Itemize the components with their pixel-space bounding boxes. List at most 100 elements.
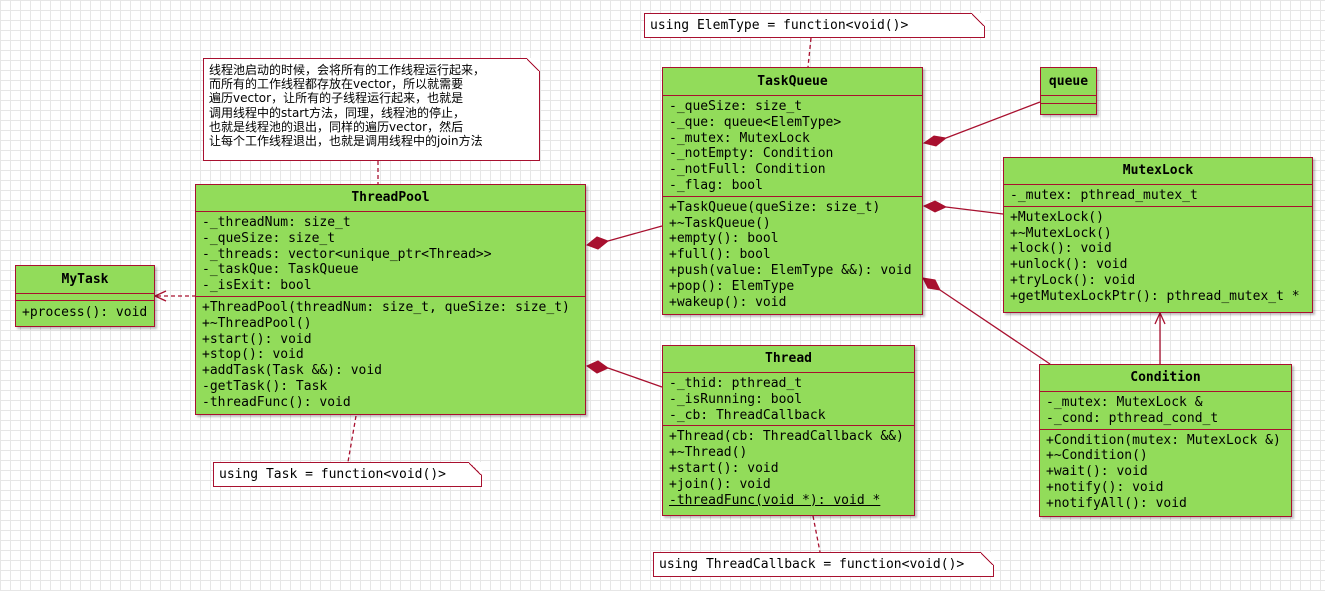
method: +notifyAll(): void bbox=[1046, 495, 1187, 511]
note-elemtype[interactable]: using ElemType = function<void()> bbox=[644, 13, 985, 38]
attribute-section: -_mutex: MutexLock & -_cond: pthread_con… bbox=[1040, 392, 1291, 430]
note-line: 让每个工作线程退出，也就是调用线程中的join方法 bbox=[209, 134, 483, 149]
attribute: -_threads: vector<unique_ptr<Thread>> bbox=[202, 246, 492, 262]
note-line: 而所有的工作线程都存放在vector，所以就需要 bbox=[209, 77, 464, 92]
method: +full(): bool bbox=[669, 247, 771, 263]
composition-threadpool-taskqueue bbox=[607, 225, 663, 242]
attribute-section bbox=[16, 294, 154, 301]
method: +Thread(cb: ThreadCallback &&) bbox=[669, 429, 904, 445]
method: +unlock(): void bbox=[1010, 257, 1128, 273]
method: +lock(): void bbox=[1010, 241, 1112, 257]
diamond-taskqueue-queue bbox=[922, 135, 948, 147]
attribute-section: -_threadNum: size_t -_queSize: size_t -_… bbox=[196, 212, 585, 297]
diamond-threadpool-taskqueue bbox=[585, 236, 610, 250]
method: +ThreadPool(threadNum: size_t, queSize: … bbox=[202, 299, 570, 315]
diamond-taskqueue-condition bbox=[922, 277, 941, 291]
note-task[interactable]: using Task = function<void()> bbox=[213, 462, 482, 487]
class-taskqueue[interactable]: TaskQueue -_queSize: size_t -_que: queue… bbox=[662, 67, 923, 315]
method: -threadFunc(void *): void * bbox=[669, 492, 881, 508]
note-text: using Task = function<void()> bbox=[219, 467, 446, 482]
attribute: -_threadNum: size_t bbox=[202, 215, 351, 230]
note-anchor-threadcallback bbox=[812, 515, 821, 553]
method: +~Condition() bbox=[1046, 448, 1148, 464]
method: +wakeup(): void bbox=[669, 294, 787, 310]
attribute: -_queSize: size_t bbox=[202, 230, 336, 246]
note-fold-corner bbox=[981, 552, 994, 565]
attribute: -_cond: pthread_cond_t bbox=[1046, 410, 1219, 426]
note-fold-corner bbox=[527, 58, 540, 71]
method-section: +TaskQueue(queSize: size_t) +~TaskQueue(… bbox=[663, 197, 922, 313]
attribute-section bbox=[1041, 96, 1096, 104]
class-queue[interactable]: queue bbox=[1040, 67, 1097, 115]
attribute: -_notFull: Condition bbox=[669, 162, 826, 178]
note-text: using ThreadCallback = function<void()> bbox=[659, 557, 965, 572]
class-mutexlock[interactable]: MutexLock -_mutex: pthread_mutex_t +Mute… bbox=[1003, 157, 1313, 313]
attribute-section: -_queSize: size_t -_que: queue<ElemType>… bbox=[663, 96, 922, 197]
composition-threadpool-thread bbox=[607, 367, 663, 388]
method: +~TaskQueue() bbox=[669, 215, 771, 231]
method: +~MutexLock() bbox=[1010, 225, 1112, 241]
method-section: +MutexLock() +~MutexLock() +lock(): void… bbox=[1004, 207, 1312, 307]
note-anchor-task bbox=[347, 415, 357, 463]
class-name: Thread bbox=[663, 346, 914, 373]
note-fold-corner bbox=[972, 13, 985, 26]
class-condition[interactable]: Condition -_mutex: MutexLock & -_cond: p… bbox=[1039, 364, 1292, 517]
attribute: -_que: queue<ElemType> bbox=[669, 114, 842, 130]
method: +TaskQueue(queSize: size_t) bbox=[669, 199, 881, 215]
attribute: -_mutex: pthread_mutex_t bbox=[1010, 188, 1198, 203]
attribute: -_isExit: bool bbox=[202, 278, 312, 294]
class-name: Condition bbox=[1040, 365, 1291, 392]
class-name: queue bbox=[1041, 68, 1096, 96]
composition-taskqueue-condition bbox=[939, 289, 1051, 365]
method: +start(): void bbox=[202, 331, 312, 347]
note-fold-corner bbox=[469, 462, 482, 475]
method: +addTask(Task &&): void bbox=[202, 363, 383, 379]
class-name: MutexLock bbox=[1004, 158, 1312, 185]
attribute: -_mutex: MutexLock bbox=[669, 130, 810, 146]
method: +empty(): bool bbox=[669, 231, 779, 247]
attribute: -_taskQue: TaskQueue bbox=[202, 262, 359, 278]
composition-taskqueue-queue bbox=[945, 101, 1041, 139]
method-section: +process(): void bbox=[16, 301, 154, 323]
attribute: -_isRunning: bool bbox=[669, 391, 803, 407]
note-line: 调用线程中的start方法，同理，线程池的停止， bbox=[209, 105, 465, 120]
attribute: -_cb: ThreadCallback bbox=[669, 407, 826, 423]
note-line: 线程池启动的时候，会将所有的工作线程运行起来， bbox=[209, 63, 486, 77]
method: +getMutexLockPtr(): pthread_mutex_t * bbox=[1010, 288, 1300, 304]
note-text: using ElemType = function<void()> bbox=[650, 18, 909, 33]
method: +~Thread() bbox=[669, 445, 748, 461]
method: +pop(): ElemType bbox=[669, 278, 795, 294]
note-line: 也就是线程池的退出，同样的遍历vector，然后 bbox=[209, 119, 464, 134]
class-threadpool[interactable]: ThreadPool -_threadNum: size_t -_queSize… bbox=[195, 184, 586, 415]
attribute: -_queSize: size_t bbox=[669, 99, 803, 114]
diamond-threadpool-thread bbox=[585, 360, 610, 374]
method: +Condition(mutex: MutexLock &) bbox=[1046, 432, 1281, 448]
composition-taskqueue-mutexlock bbox=[945, 206, 1004, 215]
note-line: 遍历vector，让所有的子线程运行起来，也就是 bbox=[209, 91, 464, 106]
class-name: MyTask bbox=[16, 266, 154, 294]
attribute-section: -_mutex: pthread_mutex_t bbox=[1004, 185, 1312, 207]
method: +MutexLock() bbox=[1010, 209, 1104, 225]
method: +push(value: ElemType &&): void bbox=[669, 262, 912, 278]
method: +notify(): void bbox=[1046, 479, 1164, 495]
note-threadpool-description[interactable]: 线程池启动的时候，会将所有的工作线程运行起来， 而所有的工作线程都存放在vect… bbox=[203, 58, 540, 161]
class-name: TaskQueue bbox=[663, 68, 922, 96]
note-threadcallback[interactable]: using ThreadCallback = function<void()> bbox=[653, 552, 994, 577]
method: -getTask(): Task bbox=[202, 378, 328, 394]
method-section: +ThreadPool(threadNum: size_t, queSize: … bbox=[196, 297, 585, 413]
attribute: -_flag: bool bbox=[669, 177, 763, 193]
class-mytask[interactable]: MyTask +process(): void bbox=[15, 265, 155, 327]
method: +stop(): void bbox=[202, 347, 304, 363]
association-arrow-head bbox=[1154, 311, 1166, 325]
attribute: -_thid: pthread_t bbox=[669, 376, 803, 391]
method: -threadFunc(): void bbox=[202, 394, 351, 410]
dependency-arrow-head bbox=[153, 290, 167, 302]
attribute-section: -_thid: pthread_t -_isRunning: bool -_cb… bbox=[663, 373, 914, 427]
diamond-taskqueue-mutexlock bbox=[922, 200, 948, 213]
method-section bbox=[1041, 104, 1096, 112]
class-name: ThreadPool bbox=[196, 185, 585, 212]
class-thread[interactable]: Thread -_thid: pthread_t -_isRunning: bo… bbox=[662, 345, 915, 516]
method: +tryLock(): void bbox=[1010, 272, 1136, 288]
method-section: +Condition(mutex: MutexLock &) +~Conditi… bbox=[1040, 430, 1291, 514]
